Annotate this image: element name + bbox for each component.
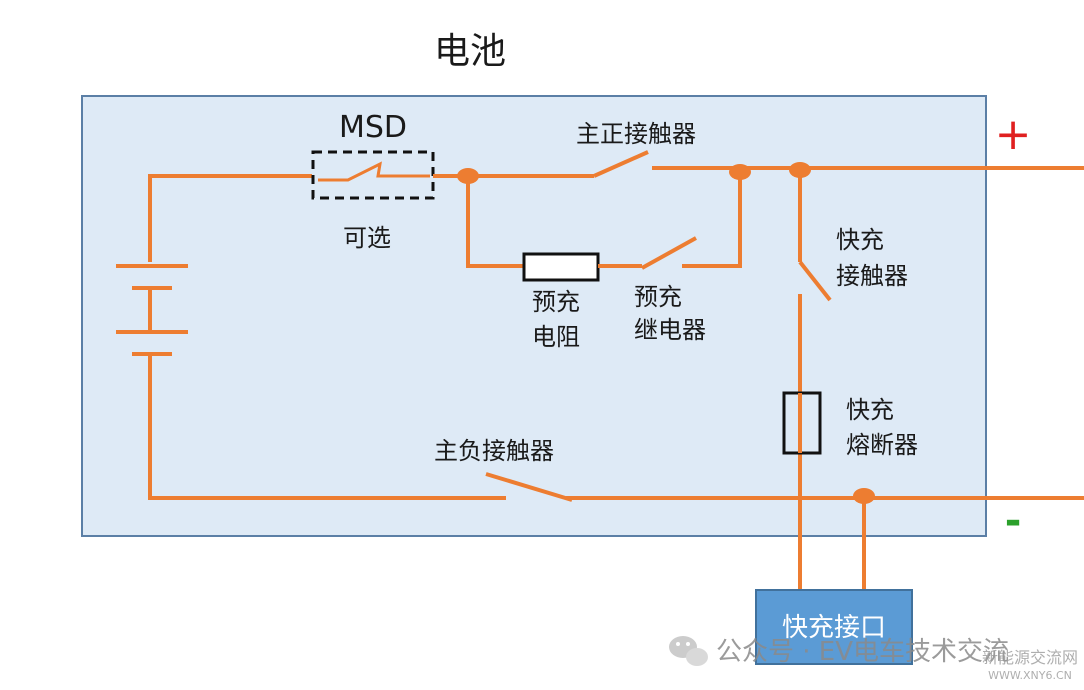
- battery-pack-box: [81, 95, 987, 537]
- main-pos-contactor-label: 主正接触器: [576, 120, 696, 148]
- main-neg-contactor-blade: [485, 472, 573, 502]
- precharge-relay-blade: [641, 236, 697, 270]
- fast-charge-contactor-label-2: 接触器: [836, 262, 908, 290]
- precharge-relay-label-1: 预充: [634, 283, 682, 311]
- fast-charge-contactor-blade: [798, 260, 832, 302]
- junction-node-precharge-return: [729, 164, 751, 180]
- precharge-relay-label-2: 继电器: [634, 316, 706, 344]
- fast-charge-fuse-label-2: 熔断器: [846, 431, 918, 459]
- diagram-title: 电池: [434, 31, 506, 72]
- wire-battery-plus: [148, 174, 312, 262]
- precharge-resistor-label-1: 预充: [532, 288, 580, 316]
- watermark-site-url: WWW.XNY6.CN: [988, 669, 1072, 682]
- junction-node-fast-charge-neg: [853, 488, 875, 504]
- main-neg-contactor-label: 主负接触器: [434, 437, 554, 465]
- plus-sign: +: [995, 109, 1032, 160]
- wire-precharge-left: [466, 176, 524, 268]
- fast-charge-contactor-label-1: 快充: [836, 226, 884, 254]
- junction-node-fast-charge-pos: [789, 162, 811, 178]
- wire-precharge-right: [682, 172, 742, 268]
- watermark-text: 公众号 · EV电车技术交流: [716, 637, 1009, 667]
- fast-charge-port: [755, 589, 913, 665]
- main-pos-contactor-blade: [593, 150, 649, 178]
- precharge-resistor-label-2: 电阻: [532, 323, 580, 351]
- msd-switch: [318, 161, 430, 182]
- minus-sign: -: [1005, 498, 1022, 544]
- fast-charge-port-label: 快充接口: [782, 613, 886, 643]
- fast-charge-fuse-label-1: 快充: [846, 396, 894, 424]
- wire-battery-minus: [148, 354, 506, 500]
- watermark-site-cn: 新能源交流网: [982, 648, 1078, 667]
- msd-label: MSD: [339, 110, 407, 145]
- precharge-resistor: [522, 252, 600, 282]
- wechat-icon: [669, 636, 708, 666]
- junction-node-precharge: [457, 168, 479, 184]
- msd-optional-label: 可选: [343, 224, 391, 252]
